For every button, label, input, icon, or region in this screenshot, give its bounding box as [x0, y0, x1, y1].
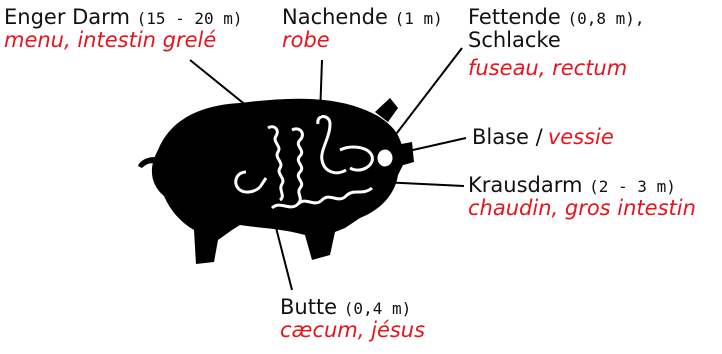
caecum-german-name: Butte [280, 295, 337, 319]
large-intestine-length: (2 - 3 m) [589, 177, 676, 196]
rectum-german-name-2: Schlacke [468, 29, 645, 52]
large-intestine-french-name: chaudin, gros intestin [468, 197, 696, 220]
rectum-french-name: fuseau, rectum [468, 57, 645, 80]
label-small-intestine: Enger Darm (15 - 20 m) menu, intestin gr… [4, 6, 243, 51]
small-intestine-french-name: menu, intestin grelé [4, 29, 243, 52]
label-caul: Nachende (1 m) robe [282, 6, 443, 51]
label-large-intestine: Krausdarm (2 - 3 m) chaudin, gros intest… [468, 174, 696, 219]
bladder-french-name: vessie [548, 125, 614, 149]
caul-length: (1 m) [395, 9, 443, 28]
pig-silhouette [138, 98, 414, 264]
small-intestine-german-name: Enger Darm [4, 5, 130, 29]
caecum-length: (0,4 m) [344, 299, 411, 318]
label-rectum: Fettende (0,8 m), Schlacke fuseau, rectu… [468, 6, 645, 80]
caecum-french-name: cæcum, jésus [280, 319, 425, 342]
label-bladder: Blase / vessie [472, 126, 614, 149]
caul-german-name: Nachende [282, 5, 388, 29]
small-intestine-length: (15 - 20 m) [137, 9, 243, 28]
large-intestine-german-name: Krausdarm [468, 173, 582, 197]
caul-french-name: robe [282, 29, 443, 52]
rectum-german-name: Fettende [468, 5, 561, 29]
rectum-length: (0,8 m), [568, 9, 645, 28]
bladder-german-name: Blase / [472, 125, 543, 149]
label-caecum: Butte (0,4 m) cæcum, jésus [280, 296, 425, 341]
